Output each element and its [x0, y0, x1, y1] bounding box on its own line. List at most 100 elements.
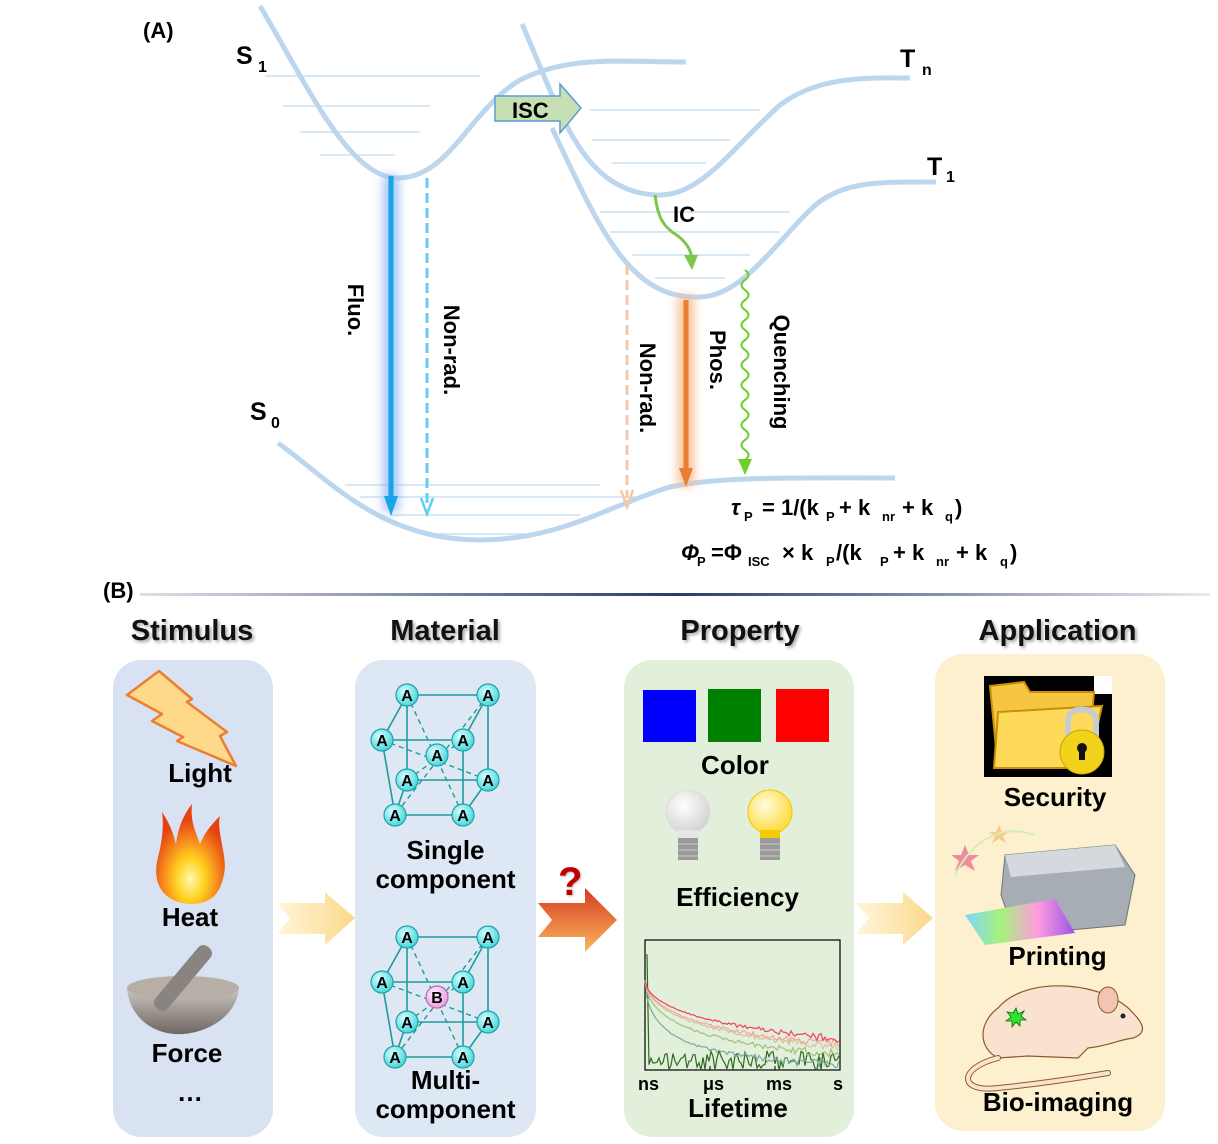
svg-text:P: P — [744, 509, 753, 524]
section-divider — [140, 593, 1210, 596]
mortar-pestle-icon — [125, 930, 245, 1040]
decay-curve-3 — [645, 980, 839, 1057]
corner-atom: A — [396, 1011, 418, 1033]
corner-atom: A — [477, 769, 499, 791]
nonrad-triplet-arrow — [621, 265, 633, 507]
tick-s: s — [833, 1074, 843, 1095]
corner-atom: A — [477, 926, 499, 948]
bulb-off-icon — [666, 790, 710, 860]
property-lifetime: Lifetime — [663, 1094, 813, 1123]
flame-icon — [150, 802, 230, 908]
svg-text:): ) — [1010, 540, 1017, 565]
color-swatch-green — [708, 689, 761, 742]
nonrad-triplet-label: Non-rad. — [635, 343, 660, 433]
quantum-yield-equation: Φ P =Φ ISC × k P /(k P + k nr + k q ) — [681, 540, 1017, 569]
multi-component-lattice-icon: AAAABAAAA — [365, 912, 525, 1072]
svg-text:S: S — [250, 398, 267, 426]
svg-text:T: T — [900, 45, 915, 73]
svg-text:= 1/(k: = 1/(k — [762, 495, 820, 520]
svg-text:q: q — [945, 509, 953, 524]
question-mark: ? — [558, 860, 582, 904]
svg-text:n: n — [922, 62, 932, 79]
header-material: Material — [355, 615, 535, 648]
stimulus-light: Light — [140, 759, 260, 788]
corner-atom: A — [384, 1046, 406, 1068]
state-s1-label: S 1 — [236, 42, 267, 76]
svg-text:× k: × k — [782, 540, 814, 565]
s0-curve — [278, 443, 895, 540]
bulb-on-icon — [748, 790, 792, 860]
header-application: Application — [950, 615, 1165, 648]
svg-text:0: 0 — [271, 415, 280, 432]
color-swatch-blue — [643, 690, 696, 742]
corner-atom: A — [396, 769, 418, 791]
plot-frame — [645, 940, 840, 1070]
svg-text:A: A — [401, 773, 413, 790]
svg-text:A: A — [401, 930, 413, 947]
corner-atom: A — [396, 684, 418, 706]
svg-text:nr: nr — [882, 509, 895, 524]
corner-atom: A — [384, 804, 406, 826]
svg-text:P: P — [697, 554, 706, 569]
jablonski-diagram: (A) S 1 T n T 1 S 0 — [0, 0, 1218, 590]
svg-text:nr: nr — [936, 554, 949, 569]
svg-text:): ) — [955, 495, 962, 520]
arrow-property-to-application — [856, 892, 933, 945]
svg-text:1: 1 — [258, 59, 267, 76]
fluorescence-arrow — [383, 176, 399, 516]
lifetime-decay-plot — [640, 935, 850, 1095]
stimulus-heat: Heat — [130, 903, 250, 932]
svg-text:q: q — [1000, 554, 1008, 569]
tick-ms: ms — [766, 1074, 792, 1095]
svg-text:/(k: /(k — [836, 540, 862, 565]
panel-a-label: (A) — [143, 18, 174, 43]
svg-text:A: A — [401, 1015, 413, 1032]
svg-text:A: A — [431, 748, 443, 765]
arrow-stimulus-to-material — [277, 892, 355, 945]
svg-text:B: B — [431, 990, 443, 1007]
corner-atom: A — [452, 804, 474, 826]
stimulus-force: Force — [127, 1039, 247, 1068]
svg-text:+ k: + k — [956, 540, 988, 565]
corner-atom: A — [477, 684, 499, 706]
quenching-label: Quenching — [769, 315, 794, 430]
fluo-label: Fluo. — [343, 284, 368, 337]
application-printing: Printing — [980, 942, 1135, 971]
material-single-component: Single component — [355, 836, 536, 894]
lifetime-axis-labels: ns μs ms s — [636, 1074, 856, 1094]
printer-icon — [945, 815, 1145, 945]
application-bio-imaging: Bio-imaging — [968, 1088, 1148, 1117]
svg-text:A: A — [482, 930, 494, 947]
svg-text:P: P — [880, 554, 889, 569]
svg-text:S: S — [236, 42, 253, 70]
corner-atom: A — [371, 971, 393, 993]
s1-curve — [260, 6, 686, 178]
svg-text:ISC: ISC — [748, 554, 770, 569]
corner-atom: A — [477, 1011, 499, 1033]
quenching-arrow — [738, 270, 752, 475]
light-bulbs-icon — [660, 788, 820, 873]
svg-text:A: A — [376, 975, 388, 992]
security-folder-lock-icon — [984, 676, 1112, 777]
svg-text:P: P — [826, 554, 835, 569]
svg-text:=Φ: =Φ — [711, 540, 742, 565]
svg-text:A: A — [457, 808, 469, 825]
svg-text:A: A — [482, 1015, 494, 1032]
stimulus-more: … — [130, 1078, 250, 1107]
svg-text:T: T — [927, 153, 942, 181]
svg-text:+ k: + k — [902, 495, 934, 520]
svg-text:A: A — [457, 975, 469, 992]
state-tn-label: T n — [900, 45, 932, 79]
property-efficiency: Efficiency — [655, 883, 820, 912]
application-security: Security — [980, 783, 1130, 812]
phos-label: Phos. — [705, 330, 730, 390]
header-stimulus: Stimulus — [112, 615, 272, 648]
svg-text:A: A — [389, 808, 401, 825]
svg-text:ISC: ISC — [512, 98, 549, 123]
phosphorescence-arrow — [678, 296, 694, 487]
center-atom: A — [426, 744, 448, 766]
corner-atom: A — [371, 729, 393, 751]
svg-text:A: A — [389, 1050, 401, 1067]
svg-text:τ: τ — [731, 495, 741, 520]
decay-curve-6 — [645, 980, 839, 1042]
